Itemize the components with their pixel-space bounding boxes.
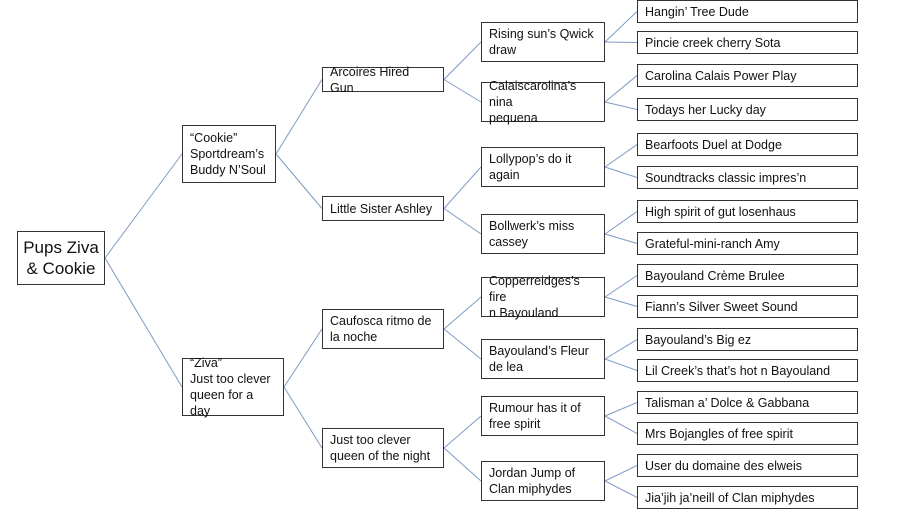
connector-line <box>604 358 638 371</box>
grandparent-label: Caufosca ritmo de la noche <box>330 314 432 344</box>
ancestor-node: Bearfoots Duel at Dodge <box>637 133 858 156</box>
ancestor-node: High spirit of gut losenhaus <box>637 200 858 223</box>
great-grandparent-label: Bayouland’s Fleur de lea <box>489 344 589 374</box>
dam-node: “Ziva” Just too clever queen for a day <box>182 356 284 418</box>
grandparent-node: Caufosca ritmo de la noche <box>322 309 444 349</box>
ancestor-node: Hangin’ Tree Dude <box>637 0 858 23</box>
ancestor-label: Fiann’s Silver Sweet Sound <box>645 299 798 314</box>
great-grandparent-node: Rising sun’s Qwick draw <box>481 22 605 62</box>
connector-line <box>443 208 482 235</box>
great-grandparent-node: Bollwerk’s miss cassey <box>481 214 605 254</box>
great-grandparent-node: Bayouland’s Fleur de lea <box>481 339 605 379</box>
connector-line <box>604 11 638 43</box>
ancestor-label: Lil Creek’s that’s hot n Bayouland <box>645 363 831 378</box>
connector-line <box>604 339 638 360</box>
ancestor-label: Mrs Bojangles of free spirit <box>645 426 793 441</box>
ancestor-node: Mrs Bojangles of free spirit <box>637 422 858 445</box>
connector-line <box>275 153 323 209</box>
connector-line <box>604 275 638 298</box>
ancestor-node: Soundtracks classic impres’n <box>637 166 858 189</box>
ancestor-label: Todays her Lucky day <box>645 102 766 117</box>
ancestor-node: Pincie creek cherry Sota <box>637 31 858 54</box>
connector-line <box>604 211 638 235</box>
great-grandparent-node: Lollypop’s do it again <box>481 147 605 187</box>
grandparent-node: Arcoires Hired Gun <box>322 65 444 95</box>
ancestor-label: Pincie creek cherry Sota <box>645 35 781 50</box>
connector-line <box>443 41 482 80</box>
root-label: Pups Ziva & Cookie <box>23 238 99 278</box>
ancestor-label: Bearfoots Duel at Dodge <box>645 137 782 152</box>
connector-line <box>604 166 638 178</box>
connector-line <box>104 257 183 388</box>
connector-line <box>604 465 638 482</box>
connector-line <box>604 101 638 110</box>
great-grandparent-node: Calaiscarolina’s nina pequena <box>481 79 605 125</box>
great-grandparent-label: Lollypop’s do it again <box>489 152 572 182</box>
grandparent-label: Arcoires Hired Gun <box>330 64 410 95</box>
connector-line <box>443 79 482 103</box>
grandparent-node: Just too clever queen of the night <box>322 428 444 468</box>
great-grandparent-node: Copperreidges’s fire n Bayouland <box>481 274 605 320</box>
connector-line <box>604 402 638 417</box>
connector-line <box>443 447 482 482</box>
connector-line <box>283 328 323 388</box>
connector-line <box>443 415 482 449</box>
great-grandparent-label: Rising sun’s Qwick draw <box>489 27 594 57</box>
ancestor-node: Jia’jih ja’neill of Clan miphydes <box>637 486 858 509</box>
connector-line <box>443 166 482 209</box>
ancestor-node: Bayouland Crème Brulee <box>637 264 858 287</box>
connector-line <box>604 480 638 498</box>
ancestor-node: Bayouland’s Big ez <box>637 328 858 351</box>
ancestor-label: Bayouland’s Big ez <box>645 332 752 347</box>
great-grandparent-node: Rumour has it of free spirit <box>481 396 605 436</box>
grandparent-node: Little Sister Ashley <box>322 196 444 221</box>
connector-line <box>443 328 482 360</box>
connector-line <box>604 415 638 434</box>
ancestor-node: User du domaine des elweis <box>637 454 858 477</box>
connector-line <box>604 296 638 307</box>
great-grandparent-node: Jordan Jump of Clan miphydes <box>481 461 605 501</box>
connector-line <box>283 386 323 449</box>
great-grandparent-label: Rumour has it of free spirit <box>489 401 581 431</box>
great-grandparent-label: Copperreidges’s fire n Bayouland <box>489 274 580 320</box>
great-grandparent-label: Jordan Jump of Clan miphydes <box>489 466 576 496</box>
pedigree-root-node: Pups Ziva & Cookie <box>17 231 105 285</box>
dam-label: “Ziva” Just too clever queen for a day <box>190 356 271 418</box>
ancestor-label: Carolina Calais Power Play <box>645 68 797 83</box>
ancestor-label: High spirit of gut losenhaus <box>645 204 796 219</box>
ancestor-label: Bayouland Crème Brulee <box>645 268 785 283</box>
ancestor-node: Carolina Calais Power Play <box>637 64 858 87</box>
ancestor-label: Soundtracks classic impres’n <box>645 170 807 185</box>
ancestor-node: Todays her Lucky day <box>637 98 858 121</box>
connector-line <box>604 144 638 168</box>
ancestor-label: Talisman a’ Dolce & Gabbana <box>645 395 810 410</box>
connector-line <box>604 75 638 103</box>
grandparent-label: Just too clever queen of the night <box>330 433 431 463</box>
sire-node: “Cookie” Sportdream’s Buddy N’Soul <box>182 125 276 183</box>
ancestor-label: Jia’jih ja’neill of Clan miphydes <box>645 490 815 505</box>
ancestor-node: Grateful-mini-ranch Amy <box>637 232 858 255</box>
ancestor-label: User du domaine des elweis <box>645 458 803 473</box>
sire-label: “Cookie” Sportdream’s Buddy N’Soul <box>190 131 266 177</box>
ancestor-label: Hangin’ Tree Dude <box>645 4 749 19</box>
ancestor-label: Grateful-mini-ranch Amy <box>645 236 780 251</box>
ancestor-node: Fiann’s Silver Sweet Sound <box>637 295 858 318</box>
connector-line <box>604 233 638 244</box>
connector-line <box>275 79 323 155</box>
ancestor-node: Talisman a’ Dolce & Gabbana <box>637 391 858 414</box>
great-grandparent-label: Calaiscarolina’s nina pequena <box>489 79 577 125</box>
ancestor-node: Lil Creek’s that’s hot n Bayouland <box>637 359 858 382</box>
connector-line <box>104 153 183 259</box>
connector-line <box>604 41 638 43</box>
great-grandparent-label: Bollwerk’s miss cassey <box>489 219 575 249</box>
grandparent-label: Little Sister Ashley <box>330 201 433 216</box>
connector-line <box>443 296 482 330</box>
